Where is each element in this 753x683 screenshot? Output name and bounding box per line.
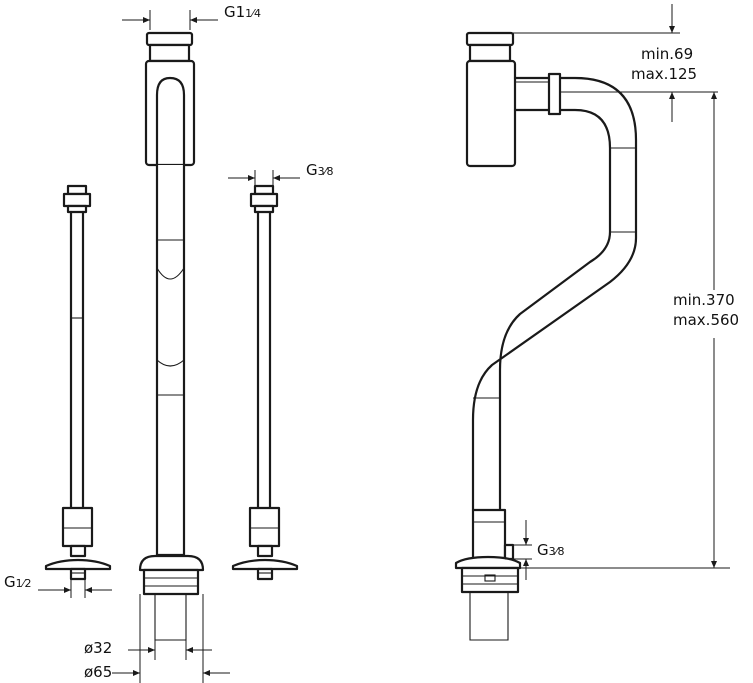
g-one-quarter-label: G11⁄4	[224, 3, 262, 21]
diameter-65-label: ø65	[84, 663, 113, 681]
g-three-eighths-side-label: G3⁄8	[537, 541, 565, 559]
side-view-spout	[454, 31, 638, 641]
max-125-label: max.125	[631, 65, 698, 83]
right-supply-valve	[231, 184, 299, 581]
dimension-lines	[38, 4, 730, 683]
g-half-label: G1⁄2	[4, 573, 32, 591]
floor-spout	[138, 31, 205, 641]
g-three-eighths-top-label: G3⁄8	[306, 161, 334, 179]
left-supply-valve	[44, 184, 112, 581]
max-560-label: max.560	[673, 311, 740, 329]
diameter-32-label: ø32	[84, 639, 113, 657]
min-370-label: min.370	[673, 291, 735, 309]
min-69-label: min.69	[641, 45, 694, 63]
